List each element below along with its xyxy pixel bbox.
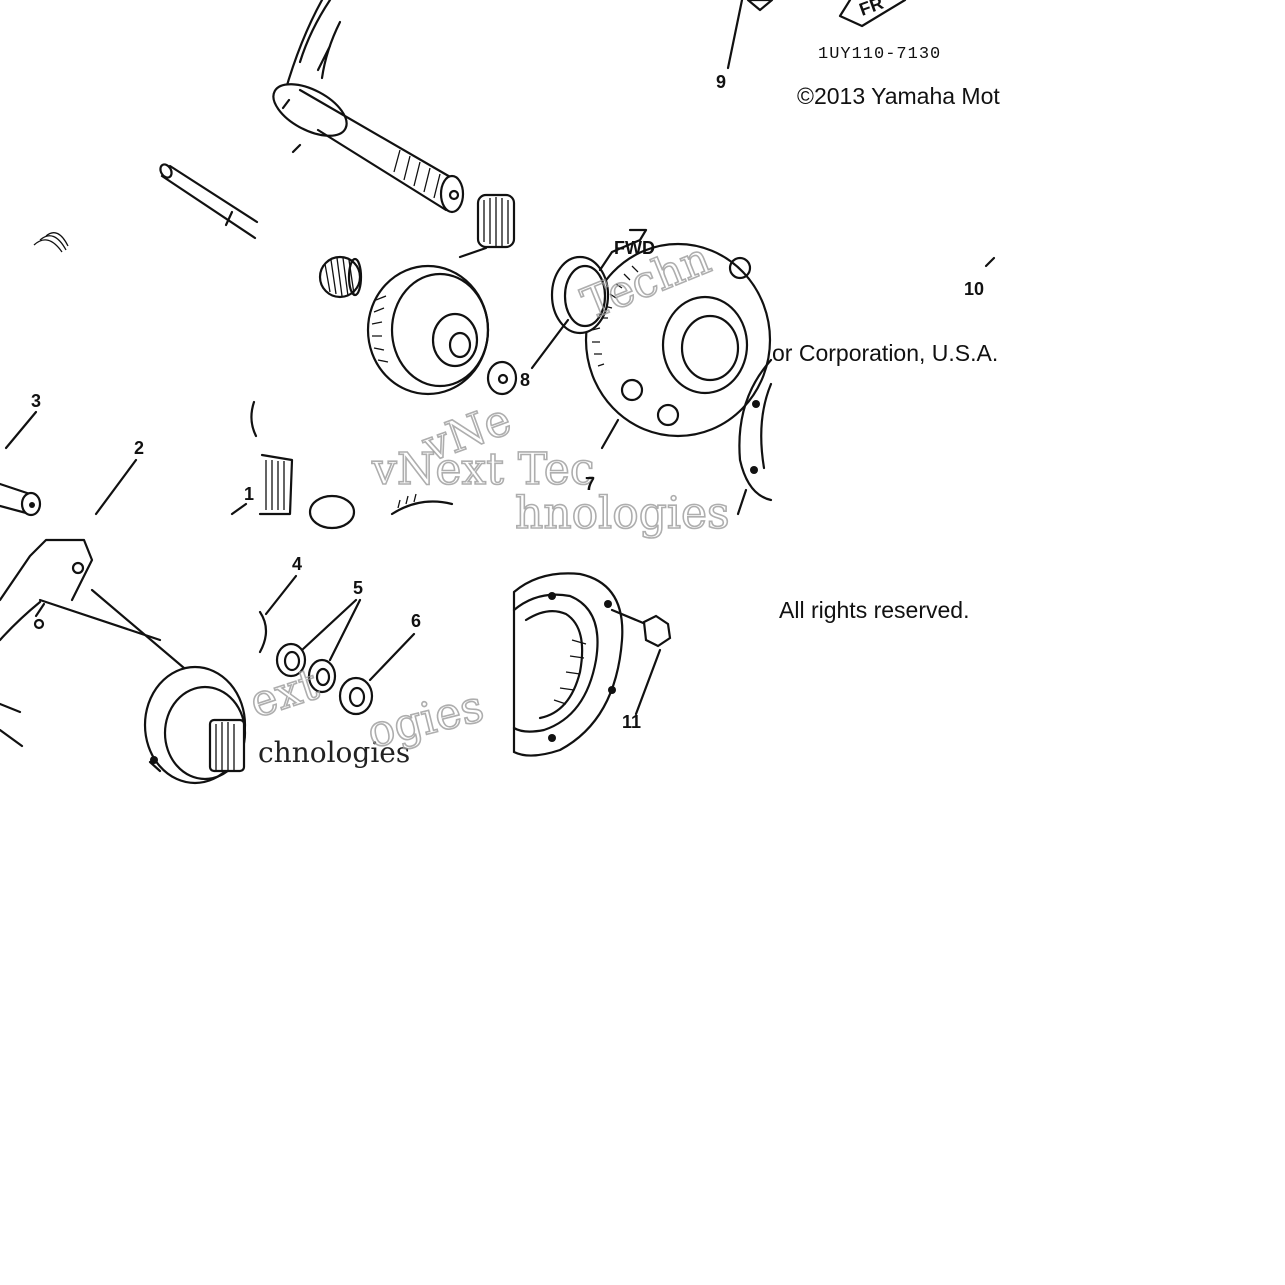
front-arrow-mark: FR	[838, 0, 907, 28]
callout-4: 4	[292, 554, 302, 574]
callout-5: 5	[353, 578, 363, 598]
tile-mid-left: 3 2 1	[0, 391, 258, 517]
callout-3: 3	[31, 391, 41, 411]
starter-motor	[0, 538, 247, 785]
tile-mid-right: FWD 8 7 Techn hnologies	[514, 228, 773, 540]
fork-tip-sketch	[33, 232, 69, 253]
callout-6: 6	[411, 611, 421, 631]
circlip-b	[307, 658, 337, 694]
washer-mid	[486, 360, 518, 396]
tile-top-right: FR 1UY110-7130 9 ©2013 Yamaha Mot	[716, 0, 1000, 109]
callout-2: 2	[134, 438, 144, 458]
copyright-line-3: All rights reserved.	[779, 597, 969, 623]
callout-9: 9	[716, 72, 726, 92]
leader-9	[726, 0, 744, 70]
leader-8	[530, 318, 570, 370]
circlip-a	[275, 642, 307, 678]
watermark-text-2: hnologies	[515, 488, 730, 539]
main-shaft	[272, 0, 465, 214]
leader-7	[600, 418, 620, 450]
leader-2	[94, 458, 138, 516]
arrow-head-fragment	[746, 0, 774, 12]
callout-11: 11	[622, 712, 641, 732]
fwd-arrow-text: FWD	[614, 238, 655, 258]
watermark-text-1: vNext Tec	[371, 444, 595, 495]
leader-10	[984, 256, 996, 268]
leader-3	[4, 410, 38, 450]
tile-bottom-right: 11	[512, 572, 672, 757]
leader-1	[230, 502, 248, 516]
fwd-arrow-mark: FWD	[598, 228, 655, 272]
needle-bearing-lower	[318, 255, 363, 299]
leader-11	[634, 648, 662, 716]
callout-10: 10	[964, 279, 984, 299]
lower-gear-fragment	[258, 453, 356, 530]
callout-1: 1	[244, 484, 254, 504]
tile-bottom-middle: 4 5 6 ext chnologies ogies	[243, 554, 489, 769]
callout-8: 8	[520, 370, 530, 390]
idle-gear	[366, 246, 490, 396]
watermark-text-6: chnologies	[258, 736, 410, 769]
tile-right-text: 10 or Corporation, U.S.A. All rights res…	[772, 256, 998, 623]
tile-bottom-left	[0, 538, 247, 785]
hex-bolt-11	[610, 608, 672, 716]
leader-5	[300, 598, 362, 662]
needle-bearing-upper	[476, 193, 516, 249]
part-code: 1UY110-7130	[818, 45, 941, 64]
callout-7: 7	[585, 474, 595, 494]
pin-shaft	[159, 163, 259, 240]
leader-4	[264, 574, 298, 616]
tile-top-middle	[272, 0, 516, 249]
tile-top-left	[33, 163, 259, 253]
copyright-line-2: or Corporation, U.S.A.	[772, 340, 998, 366]
oneway-clutch-housing	[512, 572, 624, 757]
part-4-fragment	[258, 610, 268, 654]
tile-mid-middle: vNext Tec vNe	[258, 246, 595, 530]
reversible-gear-icon	[390, 493, 454, 516]
shim-washer-8	[530, 255, 610, 370]
dowel-pin	[0, 482, 42, 517]
watermark-text-7: ogies	[362, 681, 488, 759]
leader-6	[368, 632, 416, 682]
washer-6	[338, 676, 374, 716]
clutch-housing-fragment	[736, 358, 773, 516]
edge-fragment	[250, 400, 258, 438]
copyright-line-1: ©2013 Yamaha Mot	[797, 83, 1000, 109]
starter-wheel-gear	[584, 242, 772, 450]
front-arrow-text: FR	[857, 0, 886, 20]
